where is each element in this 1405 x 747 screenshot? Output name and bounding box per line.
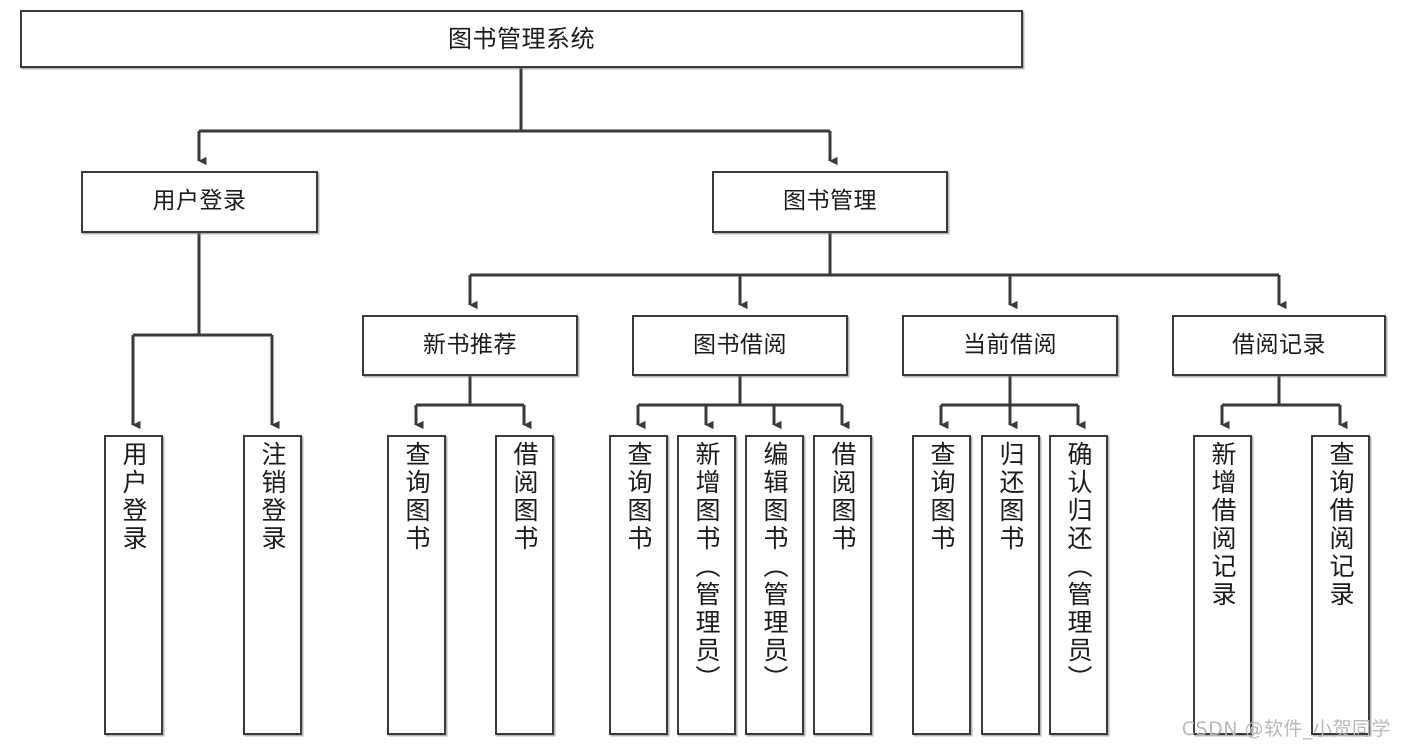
node-leaf-borrow-book[interactable]: 借阅图书 [813, 435, 872, 735]
node-leaf-query-borrow-record[interactable]: 查询借阅记录 [1311, 435, 1370, 735]
node-label: 借阅图书 [828, 441, 857, 553]
node-label: 查询借阅记录 [1326, 441, 1355, 609]
node-label: 图书借阅 [693, 331, 787, 358]
node-leaf-logout[interactable]: 注销登录 [243, 435, 302, 735]
node-current-borrow[interactable]: 当前借阅 [902, 315, 1118, 376]
watermark-text: CSDN @软件_小贺同学 [1181, 718, 1391, 740]
node-label: 用户登录 [152, 188, 247, 215]
node-root-system[interactable]: 图书管理系统 [20, 10, 1023, 68]
node-leaf-query-book-recommend[interactable]: 查询图书 [387, 435, 446, 735]
node-book-borrow[interactable]: 图书借阅 [632, 315, 848, 376]
node-label: 借阅记录 [1232, 331, 1326, 358]
node-label: 注销登录 [258, 441, 287, 553]
node-leaf-user-login[interactable]: 用户登录 [104, 435, 163, 735]
node-user-login[interactable]: 用户登录 [81, 171, 318, 233]
node-label: 查询图书 [927, 441, 956, 553]
node-leaf-return-book[interactable]: 归还图书 [981, 435, 1040, 735]
node-label: 图书管理系统 [448, 24, 595, 53]
node-new-book-recommend[interactable]: 新书推荐 [362, 315, 578, 376]
node-label: 当前借阅 [963, 331, 1057, 358]
node-label: 编辑图书（管理员） [760, 441, 789, 693]
node-borrow-record[interactable]: 借阅记录 [1172, 315, 1386, 376]
node-label: 图书管理 [783, 188, 877, 215]
node-label: 用户登录 [119, 441, 148, 553]
node-label: 借阅图书 [510, 441, 539, 553]
node-label: 查询图书 [402, 441, 431, 553]
node-label: 新书推荐 [423, 331, 517, 358]
node-leaf-edit-book-admin[interactable]: 编辑图书（管理员） [745, 435, 804, 735]
node-label: 查询图书 [624, 441, 653, 553]
node-leaf-confirm-return-admin[interactable]: 确认归还（管理员） [1049, 435, 1108, 735]
node-label: 新增图书（管理员） [692, 441, 721, 693]
node-book-management[interactable]: 图书管理 [712, 171, 948, 233]
node-leaf-borrow-book-recommend[interactable]: 借阅图书 [495, 435, 554, 735]
node-leaf-query-book-current[interactable]: 查询图书 [912, 435, 971, 735]
node-leaf-add-borrow-record[interactable]: 新增借阅记录 [1193, 435, 1252, 735]
node-label: 确认归还（管理员） [1064, 441, 1093, 693]
node-label: 新增借阅记录 [1208, 441, 1237, 609]
node-leaf-add-book-admin[interactable]: 新增图书（管理员） [677, 435, 736, 735]
node-label: 归还图书 [996, 441, 1025, 553]
node-leaf-query-book[interactable]: 查询图书 [609, 435, 668, 735]
